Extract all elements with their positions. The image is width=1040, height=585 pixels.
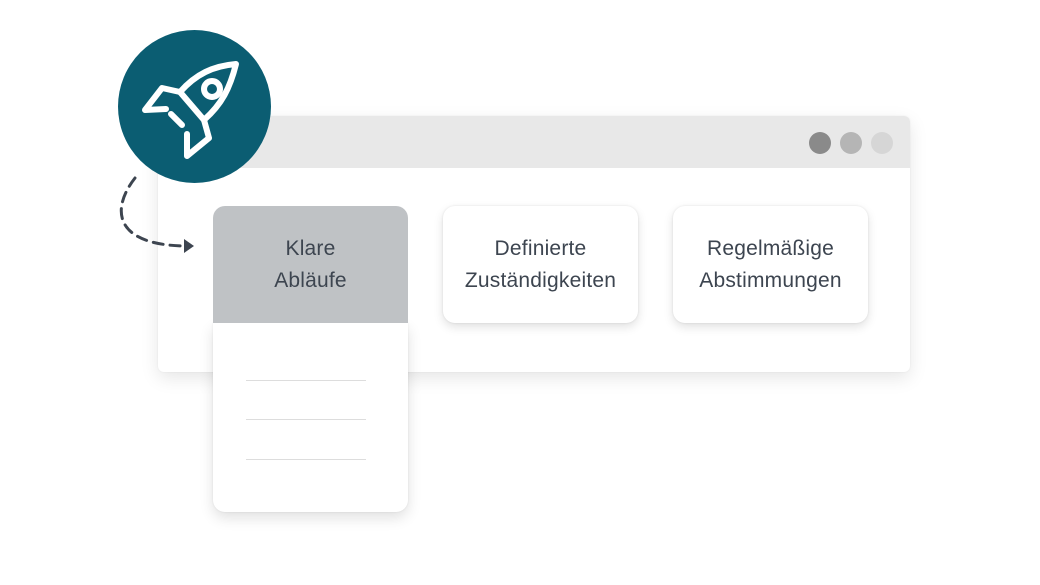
- card-label-line1: Regelmäßige: [706, 236, 835, 260]
- card-label-line2: Zuständigkeiten: [464, 268, 617, 292]
- dropdown-placeholder-line: [246, 459, 366, 460]
- card-definierte-zustaendigkeiten[interactable]: Definierte Zuständigkeiten: [443, 206, 638, 323]
- card-dropdown-panel: [213, 323, 408, 512]
- card-regelmaessige-abstimmungen[interactable]: Regelmäßige Abstimmungen: [673, 206, 868, 323]
- card-klare-ablaeufe[interactable]: Klare Abläufe: [213, 206, 408, 323]
- window-control-dot-light[interactable]: [871, 132, 893, 154]
- rocket-badge: [118, 30, 271, 183]
- rocket-icon: [142, 61, 239, 159]
- card-label-line2: Abstimmungen: [699, 268, 842, 292]
- dropdown-placeholder-line: [246, 380, 366, 381]
- card-label-line1: Klare: [285, 236, 336, 260]
- window-titlebar: [158, 116, 910, 168]
- window-control-dot-mid[interactable]: [840, 132, 862, 154]
- card-label-line2: Abläufe: [274, 268, 347, 292]
- card-label-line1: Definierte: [494, 236, 587, 260]
- window-control-dot-dark[interactable]: [809, 132, 831, 154]
- dashed-arrow-icon: [119, 176, 194, 253]
- dropdown-placeholder-line: [246, 419, 366, 420]
